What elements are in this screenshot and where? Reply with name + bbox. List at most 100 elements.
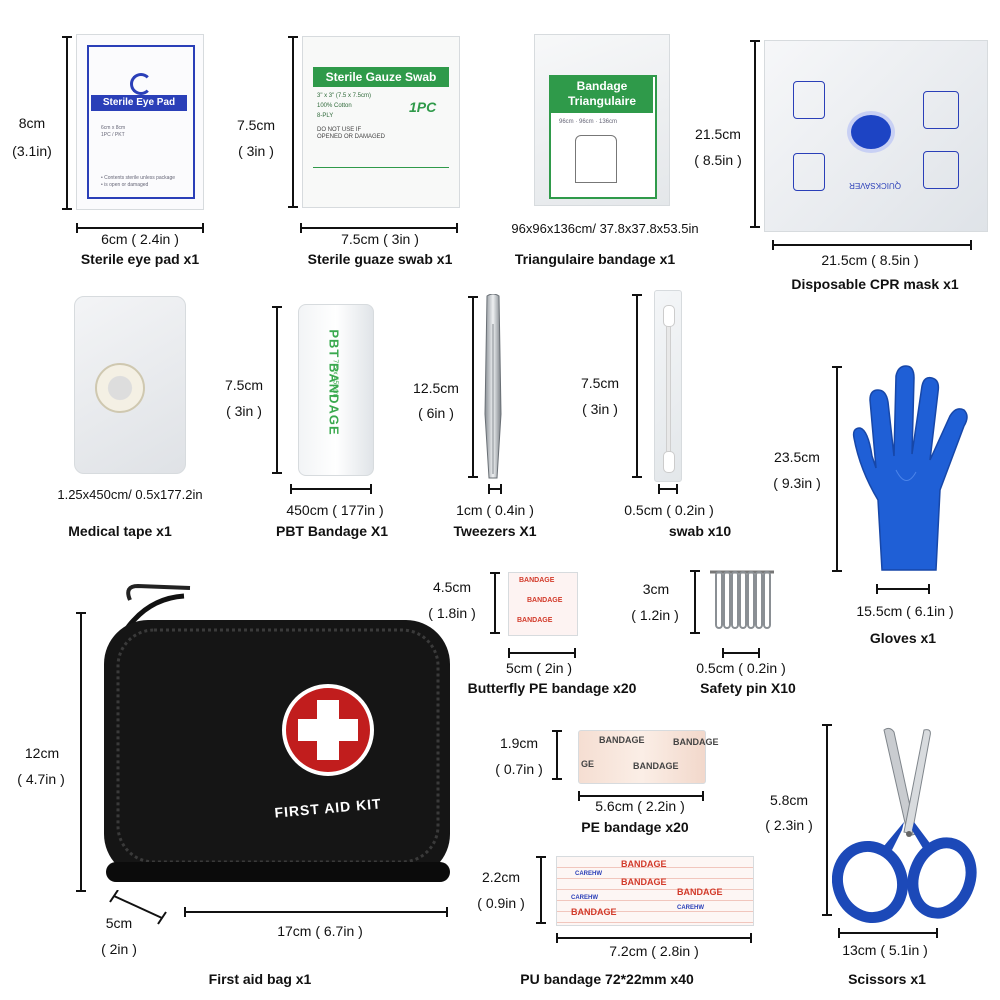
gloves-width: 15.5cm ( 6.1in ) xyxy=(856,603,954,619)
scissors-caption: Scissors x1 xyxy=(848,971,926,987)
tweezers-width-line xyxy=(488,484,502,494)
butterfly-width-line xyxy=(508,648,576,658)
tweezers-height-in: ( 6in ) xyxy=(418,405,454,421)
cross-icon xyxy=(298,719,358,741)
gauze-package: Sterile Gauze Swab 3" x 3" (7.5 x 7.5cm)… xyxy=(302,36,460,208)
swab-height-line xyxy=(632,294,642,478)
bag-depth-in: ( 2in ) xyxy=(101,941,137,957)
pbt-width: 450cm ( 177in ) xyxy=(286,502,384,518)
gloves-caption: Gloves x1 xyxy=(869,630,937,646)
butterfly-height-line xyxy=(490,572,500,634)
eye-pad-pack-label: Sterile Eye Pad xyxy=(91,95,187,111)
butterfly-caption: Butterfly PE bandage x20 xyxy=(467,680,637,696)
pe-package: BANDAGE BANDAGE GE BANDAGE xyxy=(578,730,719,784)
pu-height-line xyxy=(536,856,546,924)
cpr-package: QUICKSAVER xyxy=(764,40,988,232)
pe-height-in: ( 0.7in ) xyxy=(495,761,543,777)
tweezers-width: 1cm ( 0.4in ) xyxy=(456,502,534,518)
eye-pad-width-line xyxy=(76,223,204,233)
scissors-height-line xyxy=(822,724,832,916)
face-diagram-icon xyxy=(923,91,959,129)
pu-width: 7.2cm ( 2.8in ) xyxy=(609,943,699,959)
tape-dims: 1.25x450cm/ 0.5x177.2in xyxy=(57,487,203,502)
pbt-height: 7.5cm xyxy=(224,377,264,393)
bag-depth-line xyxy=(109,890,167,925)
cpr-height: 21.5cm xyxy=(695,126,741,142)
sling-icon xyxy=(575,135,617,183)
gloves-width-line xyxy=(876,584,930,594)
face-diagram-icon xyxy=(793,153,825,191)
scissors-image xyxy=(832,727,977,924)
scissors-height-in: ( 2.3in ) xyxy=(765,817,813,833)
cpr-width: 21.5cm ( 8.5in ) xyxy=(821,252,919,268)
bag-height-in: ( 4.7in ) xyxy=(17,771,65,787)
pe-height-line xyxy=(552,730,562,780)
swab-package xyxy=(654,290,682,482)
pbt-height-in: ( 3in ) xyxy=(226,403,262,419)
swab-caption: swab x10 xyxy=(668,523,732,539)
bag-width: 17cm ( 6.7in ) xyxy=(277,923,363,939)
cpr-height-line xyxy=(750,40,760,228)
pe-width: 5.6cm ( 2.2in ) xyxy=(595,798,685,814)
tape-package xyxy=(74,296,186,474)
gloves-height-line xyxy=(832,366,842,572)
safety-pin-width-line xyxy=(722,648,760,658)
pu-package: BANDAGE CAREHW BANDAGE BANDAGE CAREHW BA… xyxy=(556,856,754,926)
gauze-pack-label: Sterile Gauze Swab xyxy=(313,67,449,87)
gloves-height: 23.5cm xyxy=(774,449,820,465)
pu-height-in: ( 0.9in ) xyxy=(477,895,525,911)
safety-pin-width: 0.5cm ( 0.2in ) xyxy=(696,660,786,676)
pbt-package: PBT BANDAGE 7.5 x 450cm xyxy=(298,304,374,476)
pbt-width-line xyxy=(290,484,372,494)
bag-width-line xyxy=(184,907,448,917)
eye-pad-width: 6cm ( 2.4in ) xyxy=(101,231,179,247)
triangular-pack-label: Bandage Triangulaire xyxy=(551,77,653,113)
glove-image xyxy=(852,365,968,571)
tweezers-caption: Tweezers X1 xyxy=(453,523,537,539)
swab-width: 0.5cm ( 0.2in ) xyxy=(624,502,714,518)
scissors-width: 13cm ( 5.1in ) xyxy=(842,942,928,958)
pu-width-line xyxy=(556,933,752,943)
face-diagram-icon xyxy=(923,151,959,189)
gauze-height-line xyxy=(288,36,298,208)
eye-pad-caption: Sterile eye pad x1 xyxy=(80,251,200,267)
swab-width-line xyxy=(658,484,678,494)
gauze-height-in: ( 3in ) xyxy=(238,143,274,159)
swab-stick xyxy=(666,315,671,463)
eye-pad-height: 8cm xyxy=(18,115,46,131)
swab-cotton-tip xyxy=(663,451,675,473)
tweezers-image xyxy=(484,294,502,479)
butterfly-height-in: ( 1.8in ) xyxy=(428,605,476,621)
bag-depth: 5cm xyxy=(105,915,133,931)
face-diagram-icon xyxy=(793,81,825,119)
scissors-width-line xyxy=(838,928,938,938)
bag-caption: First aid bag x1 xyxy=(208,971,312,987)
swab-height-in: ( 3in ) xyxy=(582,401,618,417)
cpr-valve-icon xyxy=(851,115,891,149)
tweezers-height-line xyxy=(468,296,478,478)
bag-cross-emblem xyxy=(282,684,374,776)
swab-height: 7.5cm xyxy=(580,375,620,391)
triangular-dims: 96x96x136cm/ 37.8x37.8x53.5in xyxy=(511,221,699,236)
cpr-height-in: ( 8.5in ) xyxy=(694,152,742,168)
scissors-height: 5.8cm xyxy=(769,792,809,808)
pu-height: 2.2cm xyxy=(481,869,521,885)
tweezers-height: 12.5cm xyxy=(413,380,459,396)
gauze-height: 7.5cm xyxy=(236,117,276,133)
gauze-caption: Sterile guaze swab x1 xyxy=(307,251,453,267)
butterfly-width: 5cm ( 2in ) xyxy=(505,660,573,676)
pu-caption: PU bandage 72*22mm x40 xyxy=(520,971,694,987)
butterfly-package: BANDAGE BANDAGE BANDAGE xyxy=(508,572,578,636)
bag-height-line xyxy=(76,612,86,892)
pbt-height-line xyxy=(272,306,282,474)
gauze-width: 7.5cm ( 3in ) xyxy=(341,231,419,247)
cpr-caption: Disposable CPR mask x1 xyxy=(791,276,959,292)
safety-pin-height-in: ( 1.2in ) xyxy=(631,607,679,623)
tape-caption: Medical tape x1 xyxy=(68,523,172,539)
pe-caption: PE bandage x20 xyxy=(581,819,689,835)
butterfly-height: 4.5cm xyxy=(432,579,472,595)
triangular-caption: Triangulaire bandage x1 xyxy=(514,251,676,267)
eye-pad-height-line xyxy=(62,36,72,210)
safety-pin-height: 3cm xyxy=(642,581,670,597)
